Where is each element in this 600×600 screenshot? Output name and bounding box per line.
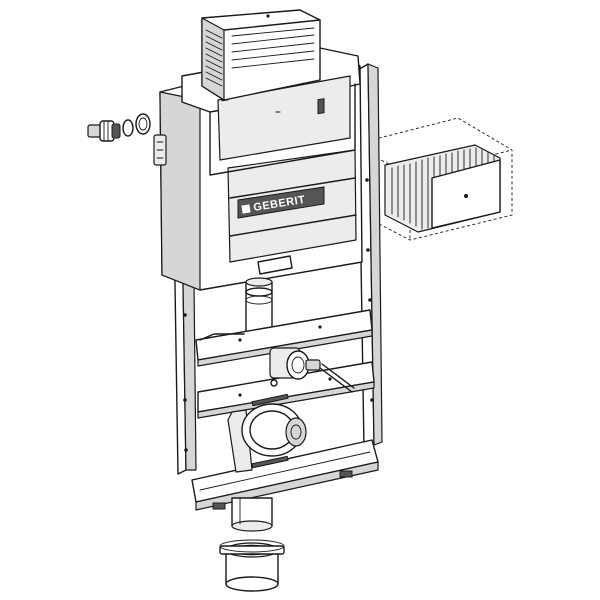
supply-connector: [87, 113, 151, 142]
geberit-logo: GEBERIT: [237, 186, 325, 219]
noise-insulation-box: [351, 117, 513, 241]
flush-plate-opening: [201, 9, 321, 101]
pipe-connector: [219, 539, 285, 592]
opening-ribs: [205, 27, 315, 87]
drain-elbow: [227, 393, 307, 532]
valve-fitting: [269, 347, 355, 393]
